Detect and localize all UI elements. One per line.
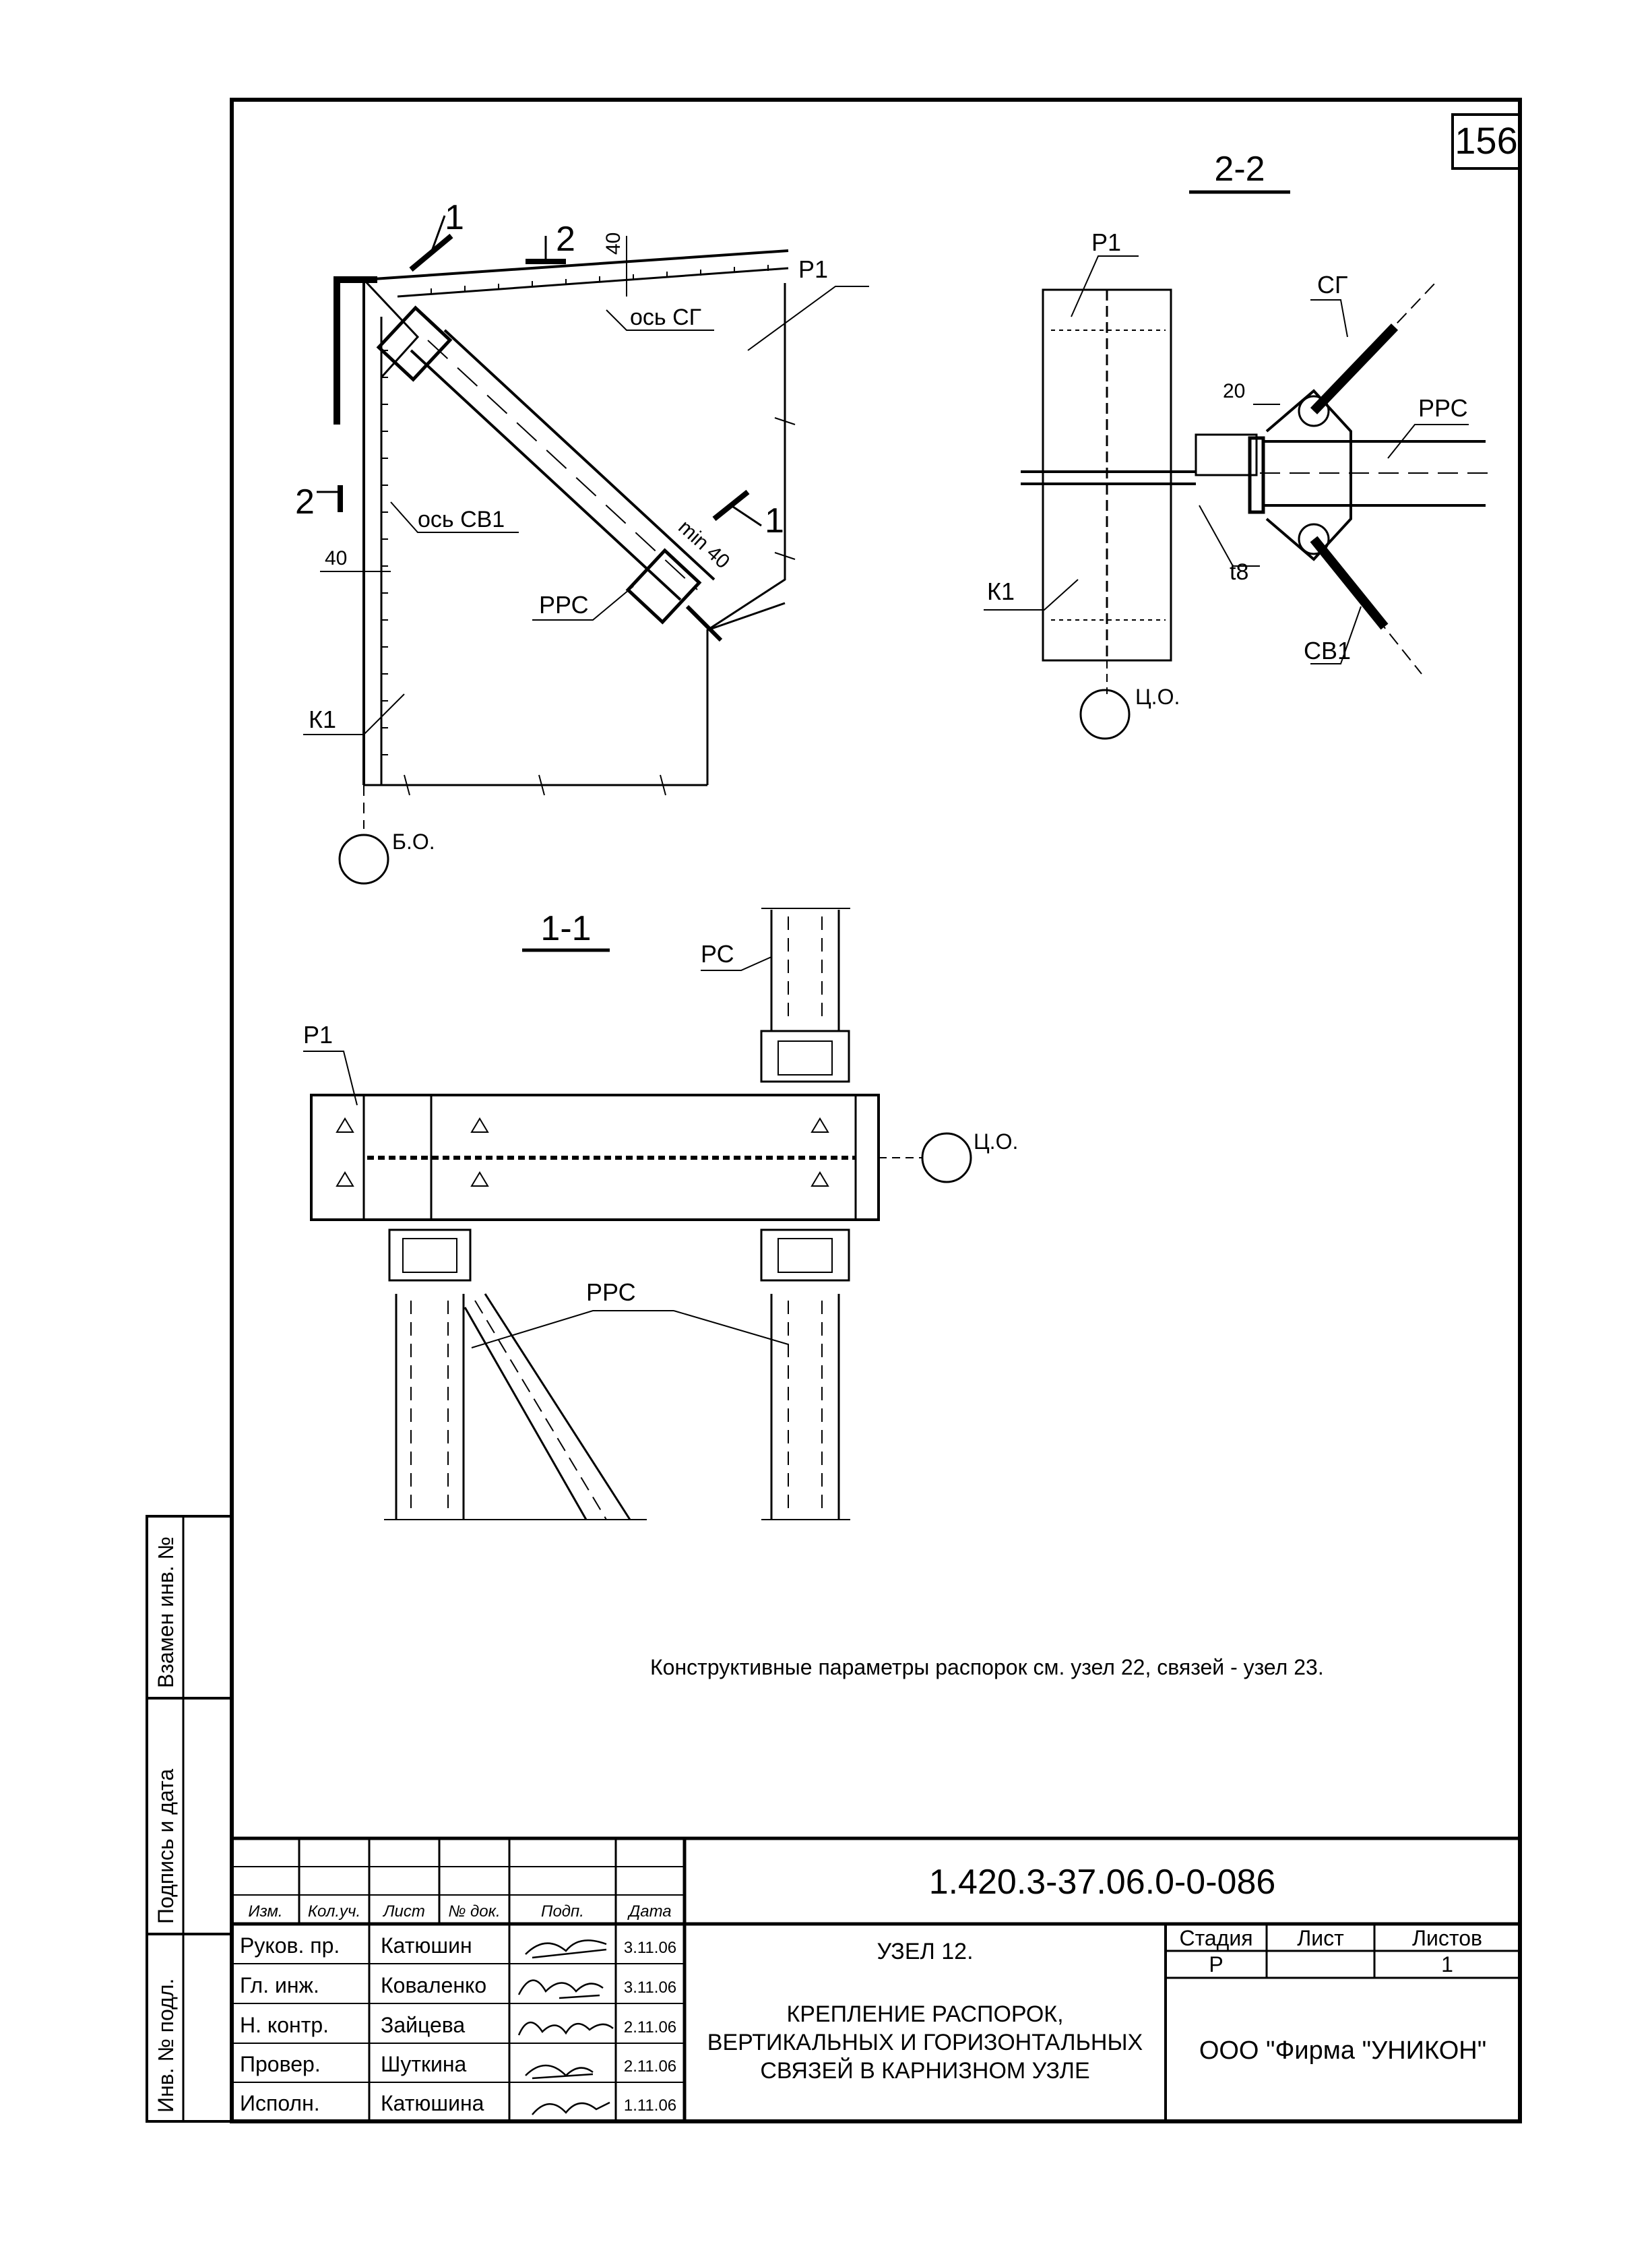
row-date: 3.11.06 bbox=[624, 1979, 676, 1997]
sheet-number-box bbox=[1451, 113, 1521, 170]
row-role: Исполн. bbox=[240, 2091, 320, 2115]
side-inv-vzam: Взамен инв. № bbox=[154, 1536, 178, 1688]
side-sign-date: Подпись и дата bbox=[154, 1769, 178, 1924]
side-stamp bbox=[146, 1515, 233, 2123]
cut2-label-top: 2 bbox=[556, 220, 575, 259]
view-11 bbox=[303, 908, 972, 1520]
dim-40-left: 40 bbox=[325, 547, 347, 569]
hdr-podp: Подп. bbox=[541, 1902, 584, 1921]
part-k1-main: К1 bbox=[309, 706, 336, 733]
bubble-co-v22: Ц.О. bbox=[1135, 685, 1180, 709]
part-sv1-v22: СВ1 bbox=[1304, 637, 1351, 664]
desc-line2: ВЕРТИКАЛЬНЫХ И ГОРИЗОНТАЛЬНЫХ bbox=[707, 2030, 1143, 2055]
dim-40-top: 40 bbox=[602, 232, 625, 255]
doc-code: 1.420.3-37.06.0-0-086 bbox=[929, 1863, 1276, 1902]
axis-sv1-label: ось СВ1 bbox=[418, 507, 505, 532]
view-11-title: 1-1 bbox=[540, 909, 591, 948]
part-rrs-v22: РРС bbox=[1418, 394, 1468, 422]
row-date: 2.11.06 bbox=[624, 2057, 676, 2076]
title-block-grid bbox=[232, 1836, 1520, 2121]
drawing-frame bbox=[230, 98, 1522, 2123]
signatures bbox=[517, 1939, 614, 2115]
row-date: 3.11.06 bbox=[624, 1939, 676, 1957]
row-name: Коваленко bbox=[381, 1973, 486, 1997]
hdr-izm: Изм. bbox=[248, 1902, 282, 1921]
cut1-label-top: 1 bbox=[445, 198, 464, 237]
row-name: Катюшин bbox=[381, 1933, 472, 1958]
stage-value: Р bbox=[1209, 1952, 1223, 1976]
row-role: Гл. инж. bbox=[240, 1973, 319, 1997]
node-title: УЗЕЛ 12. bbox=[877, 1939, 973, 1964]
part-r1-v11: Р1 bbox=[303, 1021, 333, 1049]
design-note: Конструктивные параметры распорок см. уз… bbox=[650, 1655, 1324, 1679]
part-r1-v22: Р1 bbox=[1091, 228, 1121, 256]
row-role: Руков. пр. bbox=[240, 1933, 340, 1958]
part-sg-v22: СГ bbox=[1317, 271, 1348, 299]
part-rrs-main: РРС bbox=[539, 591, 589, 619]
row-role: Н. контр. bbox=[240, 2013, 329, 2037]
view-22-title: 2-2 bbox=[1214, 150, 1265, 189]
dim-20-v22: 20 bbox=[1223, 380, 1245, 402]
desc-line1: КРЕПЛЕНИЕ РАСПОРОК, bbox=[786, 2001, 1063, 2027]
part-rrs-v11: РРС bbox=[586, 1278, 636, 1306]
view-22 bbox=[984, 255, 1489, 740]
hdr-data: Дата bbox=[627, 1902, 671, 1921]
axis-sg-label: ось СГ bbox=[630, 305, 701, 330]
hdr-ndok: № док. bbox=[448, 1902, 500, 1921]
part-rs-v11: РС bbox=[701, 940, 734, 968]
bubble-bo: Б.О. bbox=[392, 830, 435, 854]
side-inv-podl: Инв. № подл. bbox=[154, 1979, 178, 2113]
main-view bbox=[303, 215, 869, 885]
row-name: Катюшина bbox=[381, 2091, 484, 2115]
row-date: 2.11.06 bbox=[624, 2018, 676, 2036]
sheet-label: Лист bbox=[1297, 1926, 1344, 1950]
cut1-label-bottom: 1 bbox=[765, 501, 784, 540]
sheets-value: 1 bbox=[1441, 1952, 1453, 1976]
company-name: ООО "Фирма "УНИКОН" bbox=[1199, 2036, 1486, 2065]
bubble-co-v11: Ц.О. bbox=[974, 1129, 1018, 1154]
hdr-kol: Кол.уч. bbox=[308, 1902, 360, 1921]
part-r1-main: Р1 bbox=[798, 255, 828, 283]
part-k1-v22: К1 bbox=[987, 578, 1015, 605]
row-role: Провер. bbox=[240, 2052, 321, 2076]
sheet-number: 156 bbox=[1455, 119, 1517, 162]
part-t8-v22: t8 bbox=[1230, 559, 1248, 585]
desc-line3: СВЯЗЕЙ В КАРНИЗНОМ УЗЛЕ bbox=[760, 2058, 1089, 2084]
row-name: Шуткина bbox=[381, 2052, 467, 2076]
row-date: 1.11.06 bbox=[624, 2096, 676, 2115]
sheets-label: Листов bbox=[1412, 1926, 1482, 1950]
cut2-label-left: 2 bbox=[295, 482, 315, 522]
hdr-list: Лист bbox=[382, 1902, 425, 1921]
stage-label: Стадия bbox=[1179, 1926, 1252, 1950]
row-name: Зайцева bbox=[381, 2013, 465, 2037]
